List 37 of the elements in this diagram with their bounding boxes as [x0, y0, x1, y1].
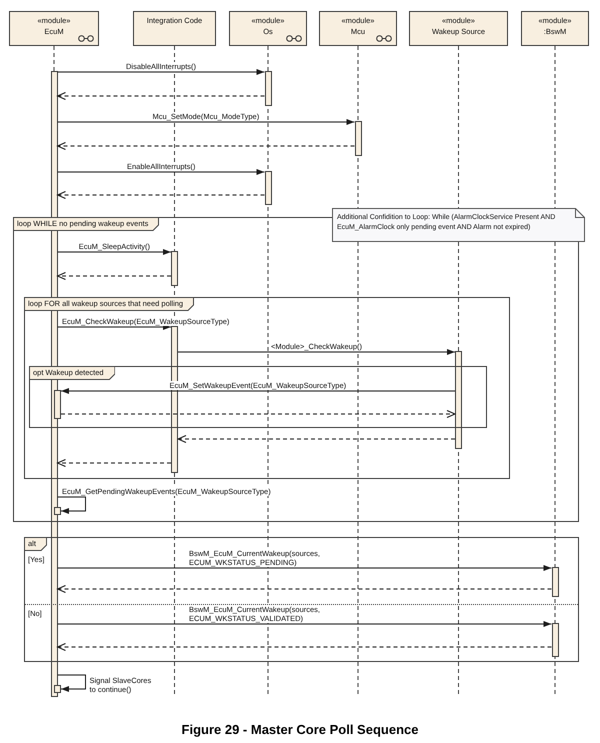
- activation-bar: [264, 71, 272, 106]
- activation-bar: [54, 390, 61, 419]
- activation-bar: [455, 351, 462, 449]
- message-arrow: [60, 388, 456, 394]
- activation-bar: [54, 685, 61, 693]
- return-arrow: [57, 272, 172, 280]
- message-arrow: [57, 119, 355, 125]
- return-arrow: [57, 459, 172, 467]
- self-message-arrow: [57, 674, 86, 692]
- message-arrow: [57, 169, 265, 175]
- return-arrow: [178, 435, 456, 443]
- activation-bar: [552, 623, 558, 657]
- participant-box: [319, 11, 397, 46]
- activation-bar: [264, 171, 272, 205]
- participant-box: [133, 11, 216, 46]
- return-arrow: [57, 585, 552, 593]
- return-arrow: [57, 92, 265, 100]
- message-arrow: [57, 69, 265, 75]
- return-arrow: [57, 191, 265, 199]
- message-arrow: [57, 324, 172, 330]
- self-message-arrow: [57, 496, 86, 514]
- return-arrow: [60, 410, 456, 418]
- activation-bar: [354, 121, 362, 156]
- activation-bar: [552, 567, 558, 597]
- return-arrow: [57, 643, 552, 651]
- return-arrow: [57, 142, 355, 150]
- message-arrow: [57, 249, 172, 255]
- message-arrow: [57, 565, 552, 571]
- message-arrow: [57, 621, 552, 627]
- figure-caption: Figure 29 - Master Core Poll Sequence: [182, 722, 418, 738]
- participant-box: [409, 11, 508, 46]
- activation-bar: [54, 507, 61, 515]
- participant-box: [521, 11, 589, 46]
- message-arrow: [178, 349, 456, 355]
- participant-box: [229, 11, 307, 46]
- activation-bar: [171, 251, 178, 286]
- participant-box: [9, 11, 99, 46]
